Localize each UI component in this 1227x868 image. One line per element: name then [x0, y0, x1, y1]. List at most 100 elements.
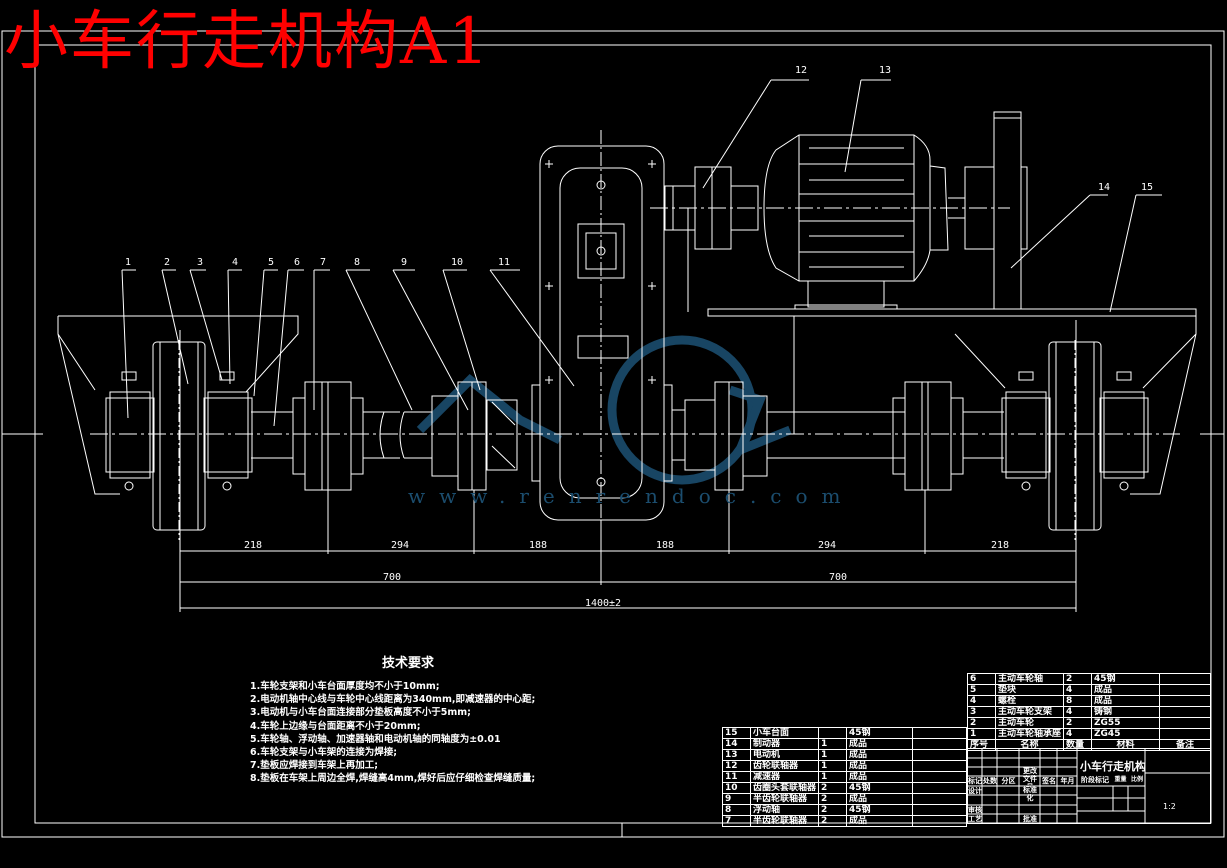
- dim-total: 1400±2: [584, 598, 622, 609]
- callout-1: 1: [125, 257, 132, 268]
- bom-material: 45钢: [846, 804, 914, 816]
- bom-name: 制动器: [749, 738, 820, 750]
- dim-segment-4: 188: [655, 540, 675, 551]
- coupling-9-10: [431, 381, 518, 491]
- dim-segment-1: 218: [243, 540, 263, 551]
- tb-label-change-doc: 更改文件号: [1023, 767, 1037, 785]
- callout-15: 15: [1141, 182, 1154, 193]
- bom-qty: 1: [818, 771, 848, 783]
- shaft-break: [379, 411, 432, 459]
- bom-name: 齿圈头套联轴器: [749, 782, 820, 794]
- bom-qty: 1: [818, 749, 848, 761]
- bom-qty: 4: [1063, 684, 1093, 696]
- tb-label-review: 审核: [968, 806, 982, 814]
- title-block-drawing-name: 小车行走机构: [1080, 760, 1146, 773]
- bom-qty: 2: [818, 793, 848, 805]
- bom-name: 主动车轮支架: [994, 706, 1065, 718]
- bom-qty: 2: [1063, 717, 1093, 729]
- callout-2: 2: [164, 257, 171, 268]
- bom-material: 铸钢: [1091, 706, 1161, 718]
- bom-no: 3: [967, 706, 996, 718]
- bom-qty: 1: [818, 760, 848, 772]
- dimension-ticks: [179, 548, 1077, 611]
- callout-14: 14: [1098, 182, 1111, 193]
- tb-label-sign: 签名: [1042, 777, 1056, 785]
- dim-half-left: 700: [382, 572, 402, 583]
- bom-qty: [818, 727, 848, 739]
- bom-name: 螺栓: [994, 695, 1065, 707]
- left-wheel-assembly: [57, 315, 299, 540]
- title-block-scale: 1:2: [1163, 802, 1176, 811]
- reducer-11: [531, 130, 673, 540]
- tech-requirements-list: 1.车轮支架和小车台面厚度均不小于10mm; 2.电动机轴中心线与车轮中心线距离…: [250, 680, 535, 786]
- dim-segment-3: 188: [528, 540, 548, 551]
- bom-qty: 2: [818, 815, 848, 827]
- bom-name: 电动机: [749, 749, 820, 761]
- callout-3: 3: [197, 257, 204, 268]
- callout-4: 4: [232, 257, 239, 268]
- tech-requirement-item: 6.车轮支架与小车架的连接为焊接;: [250, 747, 398, 759]
- tb-label-weight: 重量: [1114, 776, 1127, 783]
- bom-no: 4: [967, 695, 996, 707]
- callout-9: 9: [401, 257, 408, 268]
- callout-6: 6: [294, 257, 301, 268]
- bom-material: 45钢: [846, 782, 914, 794]
- bom-material: 成品: [846, 749, 914, 761]
- coupling-12: [664, 166, 759, 312]
- tech-requirement-item: 4.车轮上边缘与台面距离不小于20mm;: [250, 720, 421, 732]
- bom-no: 13: [722, 749, 751, 761]
- callout-8: 8: [354, 257, 361, 268]
- callout-leaders: [121, 79, 1162, 427]
- bom-qty: 2: [818, 782, 848, 794]
- bom-material: 成品: [846, 760, 914, 772]
- callout-13: 13: [879, 65, 892, 76]
- trolley-deck-15: [707, 308, 1197, 434]
- bom-material: ZG45: [1091, 728, 1161, 740]
- bom-material: 成品: [1091, 695, 1161, 707]
- motor-13: [763, 134, 965, 310]
- bom-no: 6: [967, 673, 996, 685]
- drawing-title: 小车行走机构A1: [4, 5, 491, 79]
- bom-material: 成品: [846, 771, 914, 783]
- dim-half-right: 700: [828, 572, 848, 583]
- bom-qty: 2: [1063, 673, 1093, 685]
- callout-5: 5: [268, 257, 275, 268]
- tech-requirements-title: 技术要求: [382, 656, 435, 671]
- bom-qty: 8: [1063, 695, 1093, 707]
- bom-material: 成品: [846, 815, 914, 827]
- tech-requirement-item: 1.车轮支架和小车台面厚度均不小于10mm;: [250, 681, 440, 692]
- bom-name: 半齿轮联轴器: [749, 793, 820, 805]
- bom-name: 半齿轮联轴器: [749, 815, 820, 827]
- callout-7: 7: [320, 257, 327, 268]
- bom-material: 45钢: [1091, 673, 1161, 685]
- bom-qty: 4: [1063, 728, 1093, 740]
- tb-label-zone: 分区: [1001, 777, 1016, 785]
- bom-no: 5: [967, 684, 996, 696]
- bom-no: 9: [722, 793, 751, 805]
- dim-segment-6: 218: [990, 540, 1010, 551]
- bom-material: 45钢: [846, 727, 914, 739]
- dimension-lines: [179, 320, 1077, 612]
- tb-label-scale: 比例: [1130, 776, 1143, 783]
- bom-name: 齿轮联轴器: [749, 760, 820, 772]
- tb-label-count: 处数: [983, 777, 997, 785]
- bom-no: 2: [967, 717, 996, 729]
- bom-name: 主动车轮轴承座: [994, 728, 1065, 740]
- tb-label-mark: 标记: [968, 777, 982, 785]
- bom-material: 成品: [846, 738, 914, 750]
- bom-name: 小车台面: [749, 727, 820, 739]
- tech-requirement-item: 5.车轮轴、浮动轴、加速器轴和电动机轴的同轴度为±0.01: [250, 733, 501, 745]
